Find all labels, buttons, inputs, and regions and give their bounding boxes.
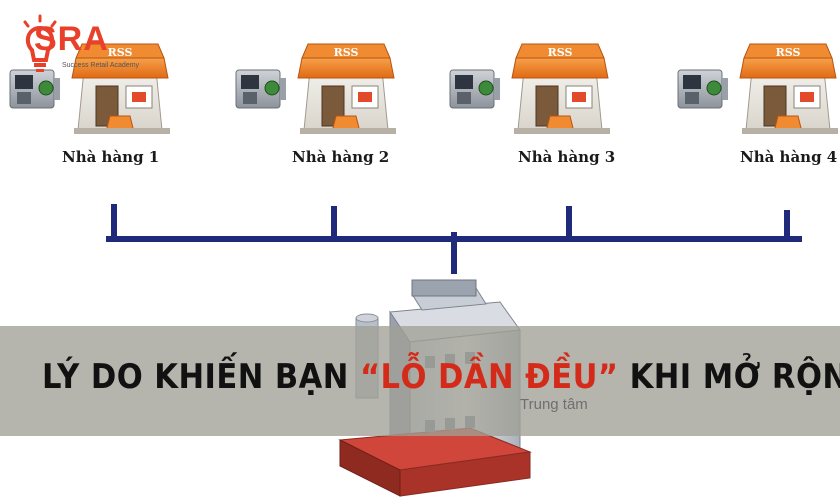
store-sign-text: RSS bbox=[334, 46, 359, 59]
store-icon: RSS bbox=[297, 43, 396, 134]
headline-highlight: “LỖ DẦN ĐỀU” bbox=[359, 357, 619, 397]
fingerprint-scanner-icon bbox=[449, 69, 500, 109]
store-sign-text: RSS bbox=[548, 46, 573, 59]
store-sign-text: RSS bbox=[108, 46, 133, 59]
store-icon: RSS bbox=[71, 43, 170, 134]
headline: LÝ DO KHIẾN BẠN “LỖ DẦN ĐỀU” KHI MỞ RỘNG bbox=[42, 357, 840, 397]
store-group-4: RSS bbox=[677, 43, 838, 134]
network-bus bbox=[106, 204, 802, 274]
brand-tagline: Success Retail Academy bbox=[62, 62, 140, 69]
headline-text-before: LÝ DO KHIẾN BẠN bbox=[42, 357, 360, 397]
store-label-4: Nhà hàng 4 bbox=[740, 148, 838, 166]
store-group-2: RSS bbox=[235, 43, 396, 134]
store-icon: RSS bbox=[739, 43, 838, 134]
store-label-2: Nhà hàng 2 bbox=[292, 148, 390, 166]
fingerprint-scanner-icon bbox=[9, 69, 60, 109]
headline-text-after: KHI MỞ RỘNG bbox=[629, 357, 840, 397]
headline-banner bbox=[0, 326, 840, 436]
lightbulb-icon bbox=[23, 14, 57, 72]
store-group-3: RSS bbox=[449, 43, 610, 134]
store-sign-text: RSS bbox=[776, 46, 801, 59]
store-group: RSS RSS RSS RSS bbox=[9, 43, 838, 134]
store-group-1: RSS bbox=[9, 43, 170, 134]
store-label-1: Nhà hàng 1 bbox=[62, 148, 160, 166]
headquarters-label: Trung tâm bbox=[520, 396, 588, 413]
store-icon: RSS bbox=[511, 43, 610, 134]
fingerprint-scanner-icon bbox=[677, 69, 728, 109]
brand-logo-text: SRA bbox=[34, 20, 109, 58]
store-label-3: Nhà hàng 3 bbox=[518, 148, 616, 166]
fingerprint-scanner-icon bbox=[235, 69, 286, 109]
